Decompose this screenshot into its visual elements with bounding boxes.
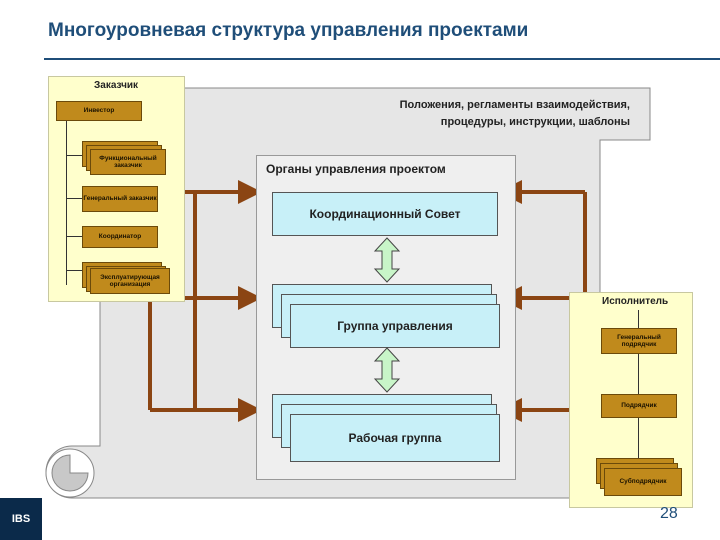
tree-line — [66, 155, 82, 156]
ibs-logo: IBS — [0, 498, 42, 540]
slide-title: Многоуровневая структура управления прое… — [48, 20, 529, 41]
coordination-council-box: Координационный Совет — [272, 192, 498, 236]
executor-label: Исполнитель — [602, 296, 669, 307]
contractor-box: Подрядчик — [601, 394, 677, 418]
working-group-box: Рабочая группа — [290, 414, 500, 462]
regulations-line-2: процедуры, инструкции, шаблоны — [440, 115, 630, 128]
coordinator-box: Координатор — [82, 226, 158, 248]
investor-box: Инвестор — [56, 101, 142, 121]
regulations-text: Положения, регламенты взаимодействия, пр… — [300, 97, 630, 130]
regulations-line-1: Положения, регламенты взаимодействия, — [399, 99, 630, 111]
tree-line — [66, 121, 67, 137]
management-group-box: Группа управления — [290, 304, 500, 348]
operating-org-box: Эксплуатирующая организация — [90, 268, 170, 294]
title-underline — [44, 58, 720, 60]
double-arrow-icon — [373, 237, 401, 283]
left-arrow-heads — [238, 180, 262, 422]
double-arrow-icon — [373, 347, 401, 393]
tree-line — [66, 270, 82, 271]
customer-label: Заказчик — [94, 80, 139, 91]
tree-line — [66, 236, 82, 237]
general-contractor-box: Генеральный подрядчик — [601, 328, 677, 354]
functional-customer-box: Функциональный заказчик — [90, 149, 166, 175]
page-number: 28 — [660, 505, 678, 522]
tree-line — [66, 137, 67, 285]
scroll-curl-inner — [51, 454, 89, 492]
tree-line — [66, 198, 82, 199]
organs-title: Органы управления проектом — [266, 162, 446, 176]
general-customer-box: Генеральный заказчик — [82, 186, 158, 212]
subcontractor-box: Субподрядчик — [604, 468, 682, 496]
